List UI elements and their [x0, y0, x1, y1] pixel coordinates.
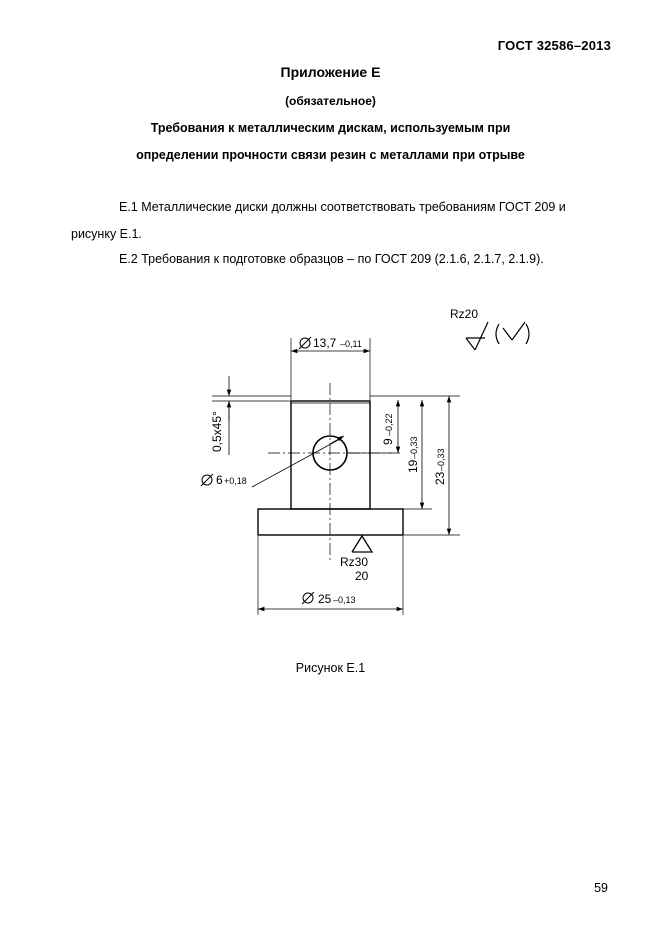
dim-19: 19 –0,33 — [406, 400, 425, 509]
roughness-bottom-symbol: Rz30 20 — [340, 534, 374, 583]
dim-hole: 6 +0,18 — [200, 435, 345, 488]
center-lines — [268, 383, 392, 560]
technical-drawing: Rz20 — [190, 295, 550, 625]
dim-19-base: 19 — [406, 459, 420, 473]
paragraph-e1-line-2: рисунку Е.1. — [71, 227, 142, 241]
dim-base-width-tol: –0,13 — [333, 595, 356, 605]
dim-23-tol: –0,33 — [436, 448, 446, 471]
dim-23: 23 –0,33 — [433, 396, 452, 535]
dim-chamfer-label: 0,5х45° — [210, 411, 224, 452]
dim-top-width-base: 13,7 — [313, 336, 337, 350]
roughness-triangle-icon — [351, 534, 374, 553]
dim-9: 9 –0,22 — [381, 400, 401, 453]
paragraph-e1-line-1: Е.1 Металлические диски должны соответст… — [119, 200, 566, 214]
appendix-heading-line-2: определении прочности связи резин с мета… — [136, 148, 525, 162]
dim-base-width-base: 25 — [318, 592, 332, 606]
diameter-icon — [200, 473, 214, 487]
dim-9-base: 9 — [381, 438, 395, 445]
page-header-standard-id: ГОСТ 32586–2013 — [497, 38, 611, 53]
dim-chamfer: 0,5х45° — [210, 376, 232, 455]
roughness-general-label: Rz20 — [450, 307, 478, 321]
diameter-icon — [298, 336, 312, 350]
roughness-bottom-label: Rz30 — [340, 555, 368, 569]
dim-top-width: 13,7 –0,11 — [291, 336, 370, 354]
roughness-general-symbol: Rz20 — [450, 307, 530, 351]
appendix-title: Приложение Е — [280, 64, 381, 80]
page-number: 59 — [594, 881, 608, 895]
part-outline — [257, 400, 404, 536]
dim-top-width-tol: –0,11 — [340, 339, 362, 349]
dim-19-tol: –0,33 — [409, 436, 419, 459]
dim-hole-base: 6 — [216, 473, 223, 487]
dim-9-tol: –0,22 — [384, 413, 394, 436]
roughness-check-icon — [465, 321, 489, 351]
roughness-bracket-icon — [495, 321, 530, 345]
diameter-icon — [301, 591, 315, 605]
paragraph-e2: Е.2 Требования к подготовке образцов – п… — [119, 252, 544, 266]
figure-caption: Рисунок Е.1 — [295, 661, 366, 675]
roughness-bottom-value: 20 — [355, 569, 369, 583]
dim-23-base: 23 — [433, 471, 447, 485]
appendix-heading-line-1: Требования к металлическим дискам, испол… — [150, 121, 511, 135]
extension-lines — [212, 338, 460, 615]
dim-hole-tol: +0,18 — [224, 476, 247, 486]
appendix-status: (обязательное) — [285, 94, 376, 108]
dim-base-width: 25 –0,13 — [258, 591, 403, 612]
